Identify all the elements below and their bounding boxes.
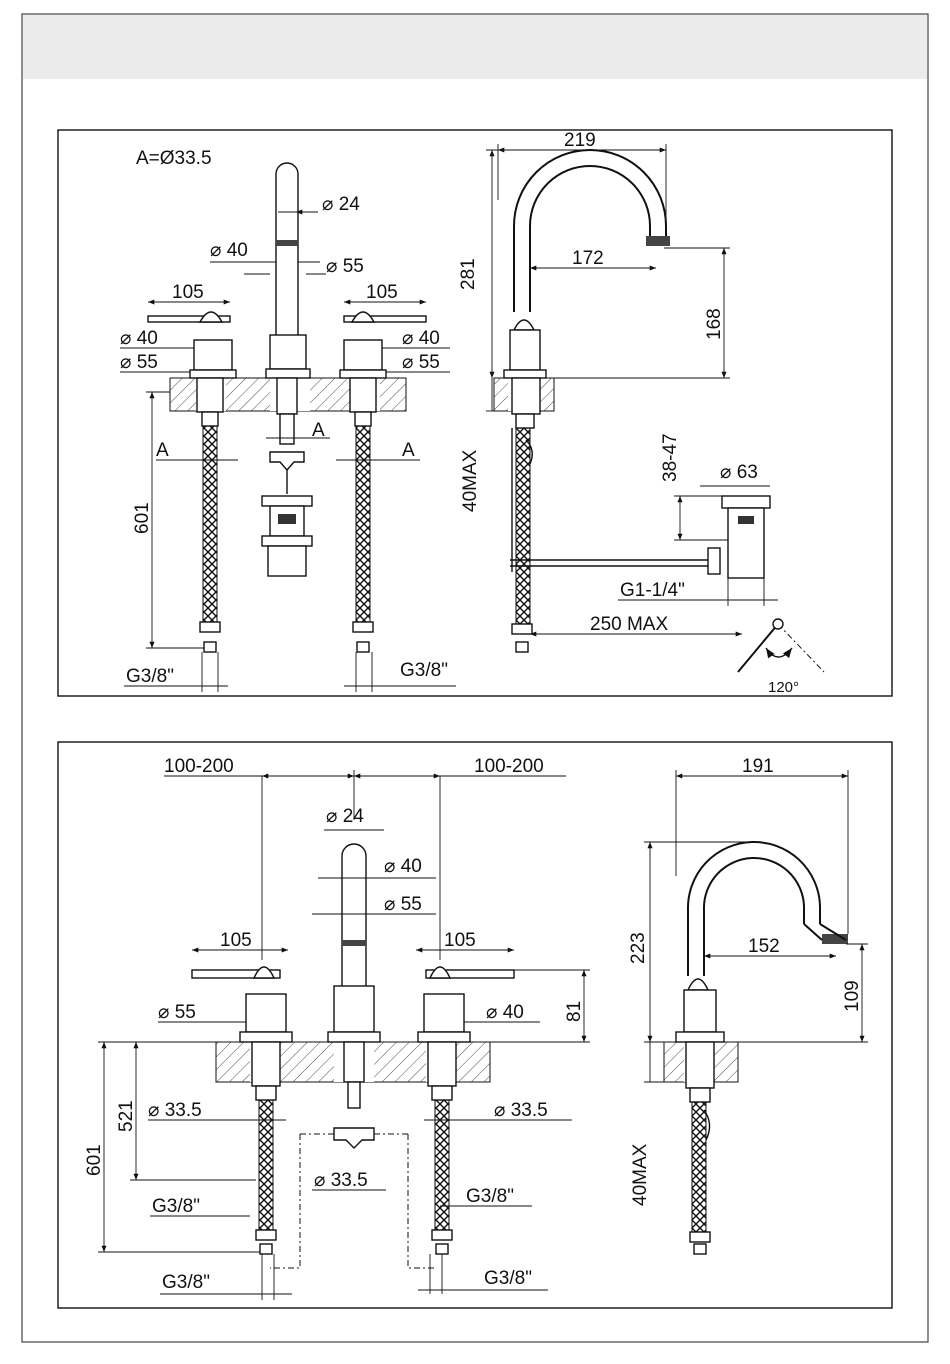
dim-bottom-thread-left-upper: G3/8" [152,1196,200,1217]
bottom-left-hose [259,1100,273,1230]
dim-bottom-reach: 191 [742,756,774,777]
dim-tail-length: 521 [116,1100,137,1132]
left-valve [148,312,236,652]
dim-bottom-left-d55: ⌀ 55 [158,1002,196,1023]
bottom-panel: 100-200 100-200 ⌀ 24 ⌀ 40 ⌀ 55 105 105 ⌀… [58,742,892,1308]
dim-bottom-right-handle: 105 [444,930,476,951]
dim-bottom-thread-right-lower: G3/8" [484,1268,532,1289]
dim-bottom-thread-left-lower: G3/8" [162,1272,210,1293]
left-hose [203,426,217,622]
top-panel: A=Ø33.5 [58,130,892,696]
dim-waste-thread: G1-1/4" [620,580,685,601]
top-panel-frame [58,130,892,696]
dim-hose-length: 601 [132,502,153,534]
side-waste-plug [722,496,770,508]
label-a-left: A [156,440,169,461]
bottom-side-hose [692,1102,706,1232]
dim-bottom-spout-55: ⌀ 55 [384,894,422,915]
dim-bottom-right-d40: ⌀ 40 [486,1002,524,1023]
dim-spout-base-55: ⌀ 55 [326,256,364,277]
dim-bottom-max-deck: 40MAX [630,1143,651,1206]
dim-waste-diameter: ⌀ 63 [720,462,758,483]
dim-top-inner-reach: 172 [572,248,604,269]
dim-thread-left: G3/8" [126,666,174,687]
waste-plug [262,496,312,506]
bottom-right-hose [435,1100,449,1230]
dim-top-spout-height: 168 [704,308,725,340]
bottom-left-valve [192,967,292,1254]
dim-left-d40: ⌀ 40 [120,328,158,349]
dim-bottom-spout-tip: ⌀ 24 [326,806,364,827]
header-band [23,15,927,79]
side-hose [516,428,530,624]
dim-bottom-spout-40: ⌀ 40 [384,856,422,877]
dim-bottom-left-d33: ⌀ 33.5 [148,1100,202,1121]
dim-bottom-thread-right-upper: G3/8" [466,1186,514,1207]
dim-bottom-inner-reach: 152 [748,936,780,957]
label-a-right: A [402,440,415,461]
rotation-symbol: 120° [738,619,824,696]
dim-right-d40: ⌀ 40 [402,328,440,349]
dim-spacing-left: 100-200 [164,756,234,777]
a-note: A=Ø33.5 [136,148,212,169]
dim-spout-tip-diameter: ⌀ 24 [322,194,360,215]
dim-bottom-right-d33: ⌀ 33.5 [494,1100,548,1121]
dim-top-height: 281 [458,258,479,290]
dim-spacing-right: 100-200 [474,756,544,777]
dim-bottom-spout-height: 109 [842,980,863,1012]
dim-waste-travel: 38-47 [660,433,681,482]
dim-bottom-hose-length: 601 [84,1144,105,1176]
dim-bottom-center-d33: ⌀ 33.5 [314,1170,368,1191]
bottom-side-view: 191 223 152 109 40MAX [628,756,868,1254]
center-spout [262,163,312,576]
dim-top-reach: 219 [564,130,596,151]
dim-bottom-left-handle: 105 [220,930,252,951]
dim-left-d55: ⌀ 55 [120,352,158,373]
dim-rod-max: 250 MAX [590,614,668,635]
bottom-panel-frame [58,742,892,1308]
top-side-view: 219 281 172 168 40MAX 38-47 ⌀ 63 G1-1/4" [458,130,824,696]
dim-handle-height: 81 [564,1001,585,1022]
right-hose [356,426,370,622]
dim-top-max-deck: 40MAX [460,449,481,512]
dim-thread-right: G3/8" [400,660,448,681]
rotation-angle: 120° [768,679,799,696]
dim-left-handle-length: 105 [172,282,204,303]
label-a-center: A [312,420,325,441]
dim-bottom-height: 223 [628,932,649,964]
dim-right-handle-length: 105 [366,282,398,303]
dim-spout-base-40: ⌀ 40 [210,240,248,261]
dim-right-d55: ⌀ 55 [402,352,440,373]
